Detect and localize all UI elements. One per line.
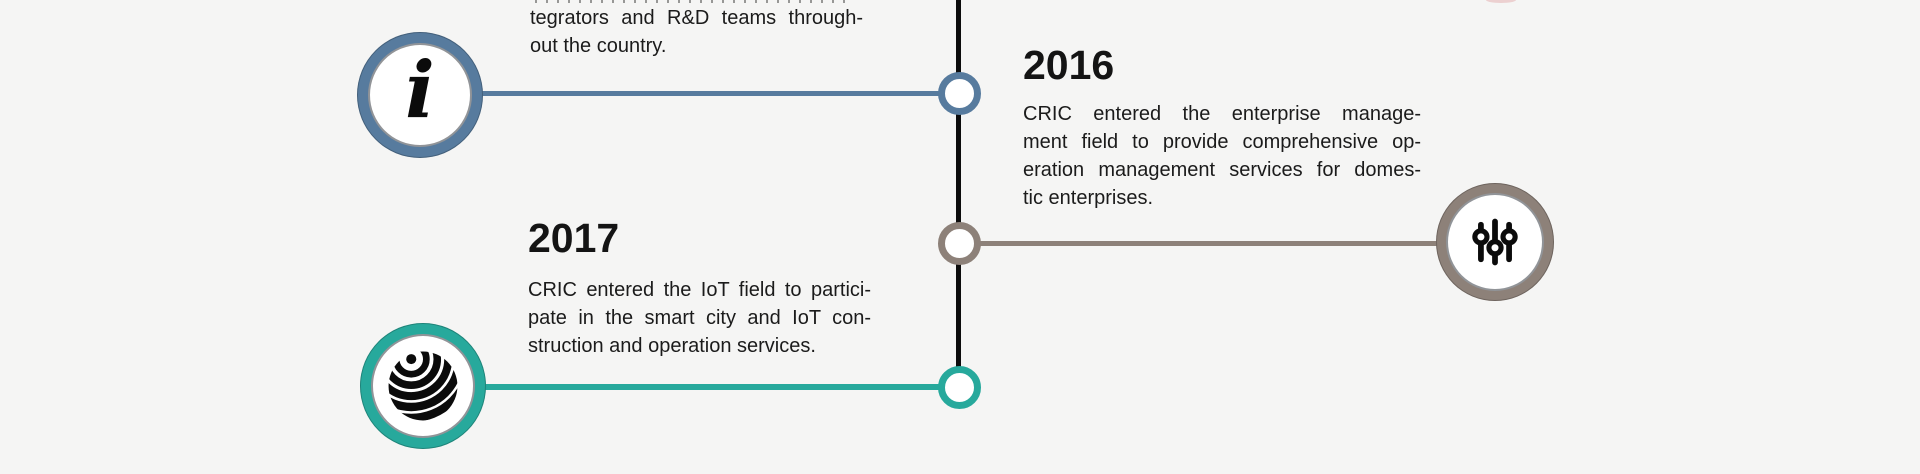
sliders-icon [1436, 183, 1554, 301]
info-icon: i [357, 32, 483, 158]
year-heading-2016: 2016 [1023, 42, 1115, 88]
connector-2016 [420, 91, 960, 96]
paragraph-line: struction and operation services. [528, 335, 816, 357]
paragraph-line: eration management services for domes- [1023, 159, 1421, 181]
paragraph-line: CRIC entered the IoT field to partici- [528, 279, 871, 301]
previous-entry-paragraph: tegrators and R&D teams through- out the… [530, 4, 863, 60]
globe-icon [360, 323, 486, 449]
paragraph-line: tic enterprises. [1023, 187, 1154, 209]
sliders-icon-face [1446, 193, 1544, 291]
connector-2017 [960, 241, 1496, 246]
globe-icon-glyph [388, 351, 458, 421]
red-ring-icon-partial [1486, 0, 1516, 3]
entry-2017-paragraph: CRIC entered the IoT field to partici- p… [528, 276, 871, 360]
sliders-icon-glyph [1472, 218, 1518, 266]
info-icon-glyph: i [405, 45, 435, 136]
paragraph-line: CRIC entered the enterprise manage- [1023, 103, 1421, 125]
info-icon-face: i [368, 43, 472, 147]
timeline-node-2017 [938, 222, 981, 265]
timeline-node-2016 [938, 72, 981, 115]
connector-next-entry [423, 384, 960, 390]
entry-2016-paragraph: CRIC entered the enterprise manage- ment… [1023, 100, 1421, 212]
paragraph-line: pate in the smart city and IoT con- [528, 307, 871, 329]
year-heading-2017: 2017 [528, 215, 620, 261]
timeline-node-next-entry [938, 366, 981, 409]
paragraph-line: out the country. [530, 35, 667, 57]
paragraph-line: tegrators and R&D teams through- [530, 7, 863, 29]
clipped-text-line [535, 0, 853, 3]
globe-icon-face [371, 334, 475, 438]
paragraph-line: ment field to provide comprehensive op- [1023, 131, 1421, 153]
timeline-axis-line [956, 0, 961, 389]
